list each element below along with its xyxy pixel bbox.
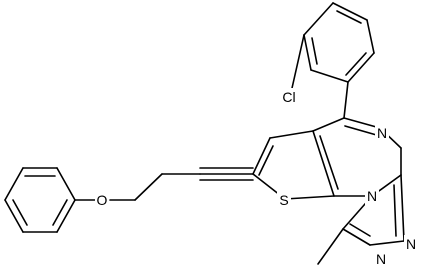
bond-network	[4, 2, 405, 265]
triazole-ring	[342, 174, 405, 246]
atom-labels: Cl N S N O N N	[95, 88, 418, 268]
triazole-nitrogen-upper-atom: N	[404, 235, 418, 253]
aryl-link-bond	[343, 81, 349, 119]
sulfur-atom: S	[277, 191, 291, 209]
svg-text:N: N	[376, 251, 386, 267]
svg-text:O: O	[97, 192, 108, 208]
svg-text:S: S	[279, 192, 288, 208]
c-cl-bond	[289, 34, 305, 98]
bridgehead-nitrogen-atom: N	[365, 187, 379, 205]
imine-nitrogen-atom: N	[375, 124, 389, 142]
thiophene-ring	[252, 130, 339, 200]
svg-text:Cl: Cl	[282, 89, 295, 105]
chlorine-atom: Cl	[276, 88, 302, 106]
methyl-bond	[317, 228, 344, 265]
svg-text:N: N	[377, 125, 387, 141]
triazole-nitrogen-lower-atom: N	[374, 250, 388, 268]
ether-oxygen-atom: O	[95, 191, 109, 209]
svg-text:N: N	[367, 188, 377, 204]
chlorophenyl-ring	[303, 2, 375, 83]
svg-text:N: N	[406, 236, 416, 252]
phenoxy-ring	[4, 167, 96, 233]
alkyne-chain	[109, 167, 254, 201]
